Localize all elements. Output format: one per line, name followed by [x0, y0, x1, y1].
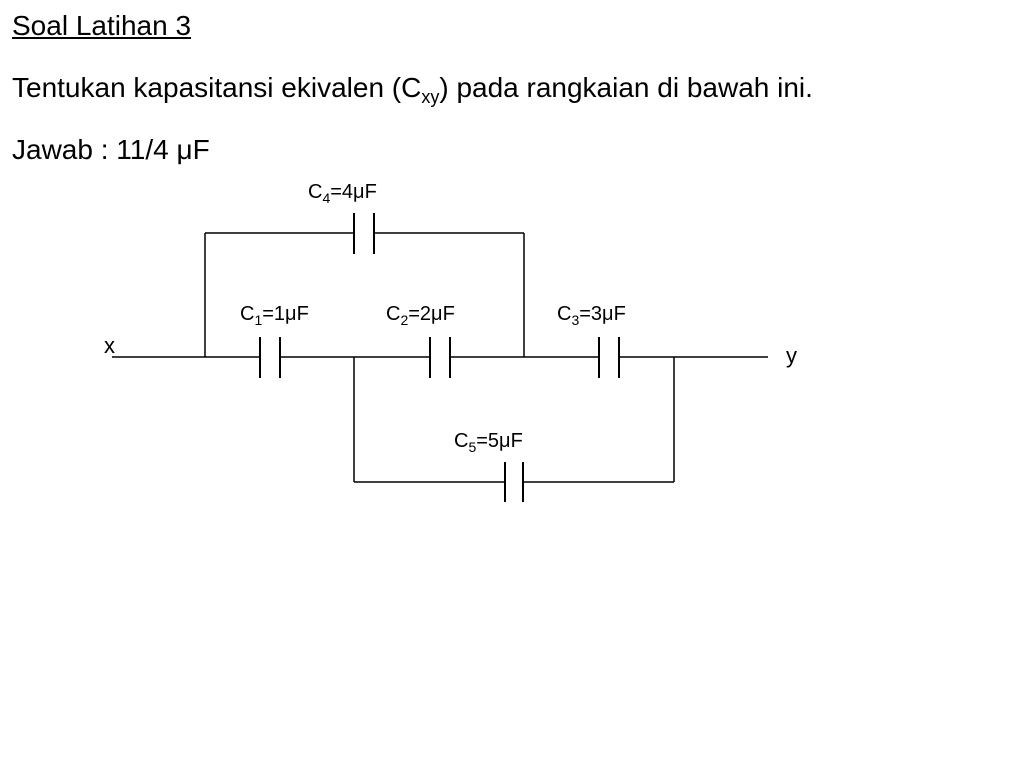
- label-c5: C5=5μF: [454, 430, 523, 455]
- capacitor-c5-symbol: [504, 462, 524, 502]
- label-c3: C3=3μF: [557, 303, 626, 328]
- slide-title: Soal Latihan 3: [12, 10, 192, 41]
- capacitor-c2-symbol: [429, 337, 451, 378]
- question-text: Tentukan kapasitansi ekivalen (Cxy) pada…: [12, 72, 813, 108]
- label-c4: C4=4μF: [308, 181, 377, 206]
- terminal-x-label: x: [104, 333, 115, 358]
- capacitor-c3-symbol: [598, 337, 620, 378]
- capacitor-c1-symbol: [259, 337, 281, 378]
- label-c1: C1=1μF: [240, 303, 309, 328]
- capacitor-c4-symbol: [353, 213, 375, 254]
- question-text-after: ) pada rangkaian di bawah ini.: [439, 72, 813, 103]
- question-text-before: Tentukan kapasitansi ekivalen (C: [12, 72, 422, 103]
- label-c2: C2=2μF: [386, 303, 455, 328]
- answer-text: Jawab : 11/4 μF: [12, 134, 210, 165]
- question-subscript: xy: [421, 87, 440, 107]
- terminal-y-label: y: [786, 343, 797, 368]
